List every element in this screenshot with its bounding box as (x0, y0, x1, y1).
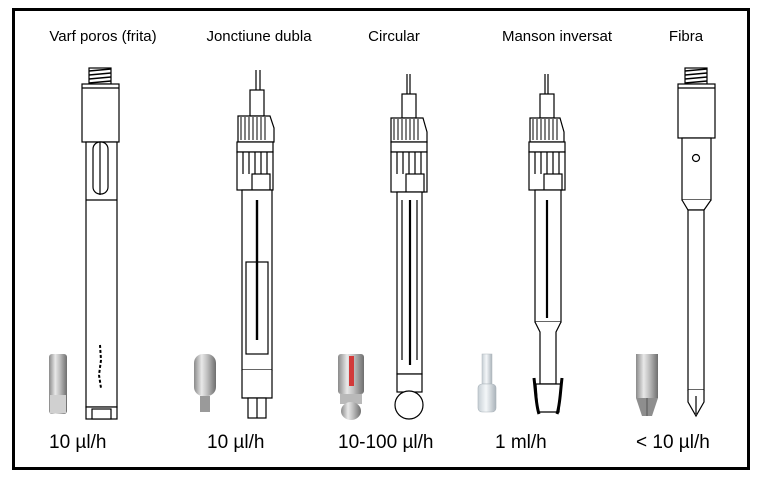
electrode-double-drawing (236, 70, 275, 419)
electrode-rate-circular: 10-100 µl/h (338, 432, 434, 453)
electrode-sleeve-drawing (528, 74, 566, 415)
thread-icon (88, 68, 112, 84)
electrode-fiber-drawing (677, 67, 716, 418)
electrode-rate-frit: 10 µl/h (49, 432, 107, 453)
electrode-title-circular: Circular (368, 28, 420, 45)
electrode-circular-photo (338, 354, 364, 420)
electrode-frit-photo (49, 354, 67, 414)
electrode-title-sleeve: Manson inversat (501, 28, 613, 45)
electrode-double-photo (194, 354, 216, 412)
diagram-frame (12, 8, 750, 470)
electrode-title-double: Jonctiune dubla (206, 28, 312, 45)
electrode-title-fiber: Fibra (668, 28, 704, 45)
electrode-frit-drawing (81, 67, 120, 420)
electrode-rate-sleeve: 1 ml/h (495, 432, 547, 453)
electrode-sleeve-photo (477, 353, 497, 413)
electrode-circular-drawing (390, 74, 428, 420)
knurl-icon (240, 117, 266, 140)
electrode-fiber-photo (636, 354, 658, 416)
electrode-rate-double: 10 µl/h (207, 432, 265, 453)
electrode-rate-fiber: < 10 µl/h (636, 432, 710, 453)
electrode-title-frit: Varf poros (frita) (49, 28, 157, 45)
